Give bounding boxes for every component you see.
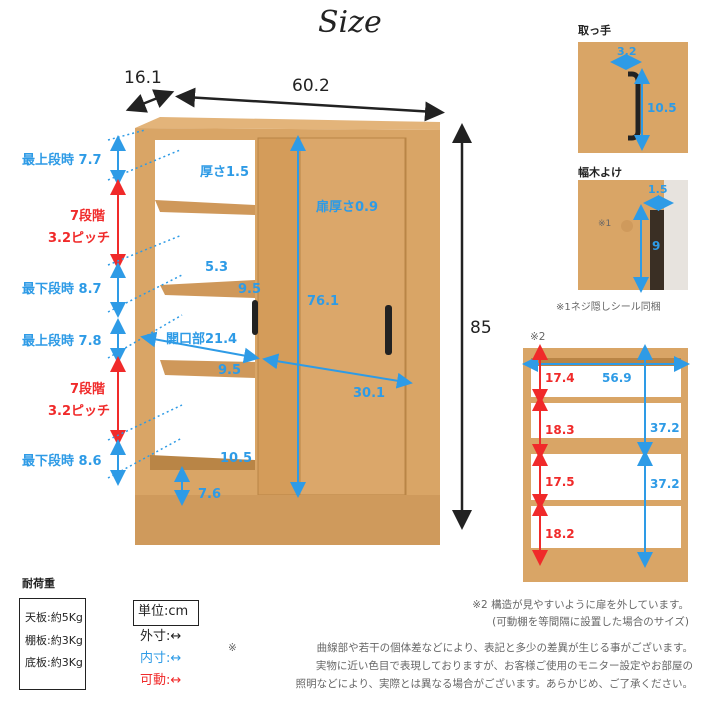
- sticker-mark: ※1: [598, 219, 612, 229]
- left-label: 最上段時 7.7: [22, 153, 102, 168]
- depth-middle-label: 9.5: [218, 363, 242, 378]
- left-label: 7段階: [70, 382, 106, 397]
- load-box: [19, 598, 86, 690]
- legend-inner: 内寸:↔: [140, 651, 182, 666]
- legend-outer: 外寸:↔: [140, 629, 182, 644]
- load-title: 耐荷重: [22, 577, 55, 590]
- shelf-height: 18.3: [545, 423, 575, 437]
- left-label: 3.2ピッチ: [48, 231, 111, 246]
- disclaimer-line: 実物に近い色目で表現しておりますが、お客様ご使用のモニター設定やお部屋の: [315, 660, 693, 672]
- depth-dim: 16.1: [124, 68, 162, 88]
- depth-upper-label: 9.5: [238, 282, 262, 297]
- unit-box: [133, 600, 199, 626]
- disclaimer-mark: ※: [228, 642, 237, 654]
- shelf-section-height: 37.2: [650, 421, 680, 435]
- shelf-section-height: 37.2: [650, 477, 680, 491]
- disclaimer-line: 曲線部や若干の個体差などにより、表記と多少の差異が生じる事がございます。: [316, 642, 693, 654]
- note2-line2: (可動棚を等間隔に設置した場合のサイズ): [492, 616, 689, 628]
- unit-label: 単位:cm: [138, 604, 189, 619]
- handle-width: 3.2: [617, 45, 637, 58]
- baseboard-title: 幅木よけ: [578, 166, 622, 179]
- handle-inset-photo: [578, 42, 688, 153]
- load-item: 棚板:約3Kg: [25, 634, 83, 647]
- opening-label: 開口部21.4: [166, 332, 238, 347]
- gap-label: 5.3: [205, 260, 229, 275]
- baseboard-caption: ※1ネジ隠しシール同梱: [556, 302, 661, 313]
- shelf-height: 17.5: [545, 475, 575, 489]
- cabinet: [135, 117, 440, 545]
- door-height-label: 76.1: [307, 294, 340, 309]
- left-label: 最下段時 8.7: [22, 282, 102, 297]
- note2-line1: ※2 構造が見やすいように扉を外しています。: [472, 599, 689, 611]
- left-label: 7段階: [70, 209, 106, 224]
- door-handle: [385, 305, 392, 355]
- shelf-height: 17.4: [545, 371, 575, 385]
- left-label: 最下段時 8.6: [22, 454, 102, 469]
- baseboard-height: 9: [652, 239, 661, 253]
- disclaimer-line: 照明などにより、実際とは異なる場合がございます。あらかじめ、ご了承ください。: [295, 678, 693, 690]
- depth-bottom-label: 10.5: [220, 451, 253, 466]
- shelf-inset-mark: ※2: [530, 331, 546, 343]
- load-item: 天板:約5Kg: [25, 611, 83, 624]
- legend-movable: 可動:↔: [140, 673, 182, 688]
- left-label: 最上段時 7.8: [22, 334, 102, 349]
- shelf-width: 56.9: [602, 371, 632, 385]
- baseboard-inset-photo: [578, 180, 688, 293]
- base-label: 7.6: [198, 487, 222, 502]
- handle-title: 取っ手: [578, 24, 611, 37]
- handle-height: 10.5: [647, 101, 677, 115]
- height-dim: 85: [470, 318, 492, 338]
- title: Size: [318, 5, 382, 40]
- door-thickness-label: 扉厚さ0.9: [316, 200, 379, 215]
- door-width-label: 30.1: [353, 386, 386, 401]
- shelf-height: 18.2: [545, 527, 575, 541]
- width-dim: 60.2: [292, 76, 330, 96]
- load-item: 底板:約3Kg: [25, 656, 83, 669]
- baseboard-width: 1.5: [648, 183, 668, 196]
- thickness-label: 厚さ1.5: [200, 165, 250, 180]
- left-label: 3.2ピッチ: [48, 404, 111, 419]
- shelf-inset-photo: [522, 344, 690, 582]
